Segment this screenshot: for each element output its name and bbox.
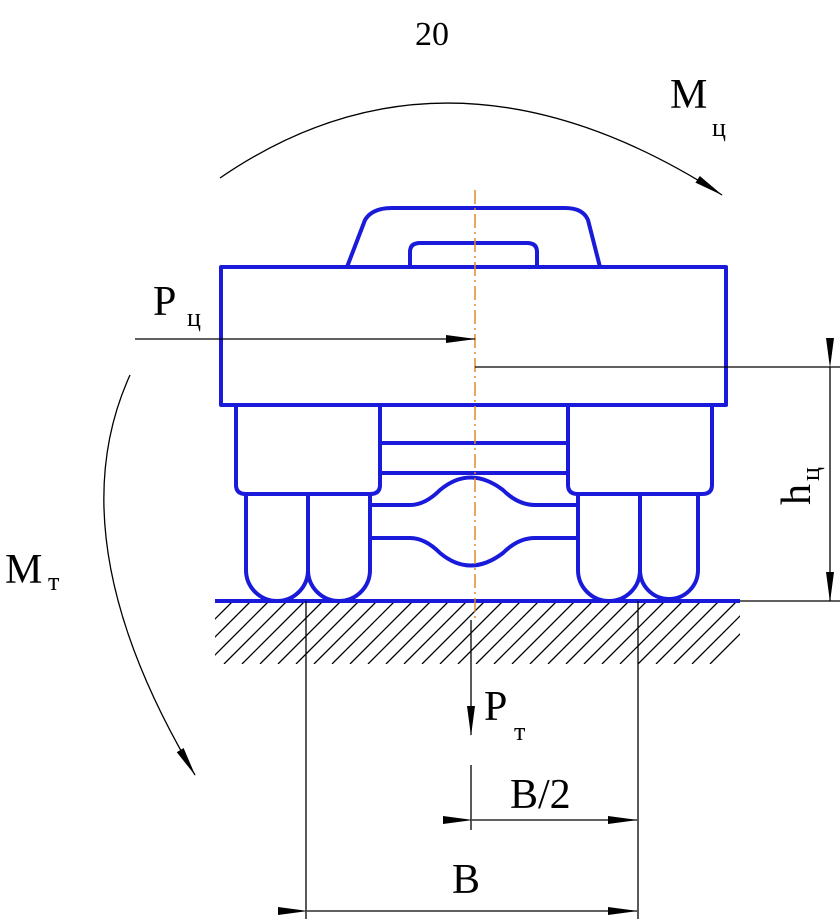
left-outer-tire <box>244 494 310 603</box>
label-centrifugal-force: P ц <box>153 279 201 332</box>
right-outer-tire <box>576 494 642 603</box>
label-height: h ц <box>774 467 825 505</box>
label-track: B <box>452 857 480 903</box>
svg-text:ц: ц <box>796 467 825 481</box>
moment-arc-left <box>103 374 196 776</box>
label-gravity-force: P т <box>484 684 525 746</box>
label-moment-top: M ц <box>670 72 726 142</box>
left-inner-tire <box>306 494 372 603</box>
svg-text:M: M <box>670 72 707 118</box>
svg-text:P: P <box>153 279 176 325</box>
cab <box>345 206 602 268</box>
right-wheel-housing <box>566 405 714 496</box>
svg-text:M: M <box>5 547 42 593</box>
label-moment-left: M т <box>5 547 59 596</box>
body-block <box>219 265 728 407</box>
label-half-track: B/2 <box>510 772 571 818</box>
svg-text:ц: ц <box>187 303 201 332</box>
annotations <box>103 102 840 919</box>
page-number: 20 <box>415 16 449 53</box>
vehicle-outline <box>215 206 740 603</box>
moment-arc-top <box>219 102 723 196</box>
left-wheel-housing <box>234 405 382 496</box>
right-inner-tire <box>638 494 700 601</box>
svg-text:т: т <box>514 717 525 746</box>
axle-lower <box>370 536 578 568</box>
svg-text:ц: ц <box>712 113 726 142</box>
ground-hatching <box>215 602 740 664</box>
svg-text:h: h <box>774 484 820 505</box>
svg-text:P: P <box>484 684 507 730</box>
axle-upper <box>370 475 578 507</box>
cab-window <box>408 241 539 267</box>
svg-text:т: т <box>48 567 59 596</box>
